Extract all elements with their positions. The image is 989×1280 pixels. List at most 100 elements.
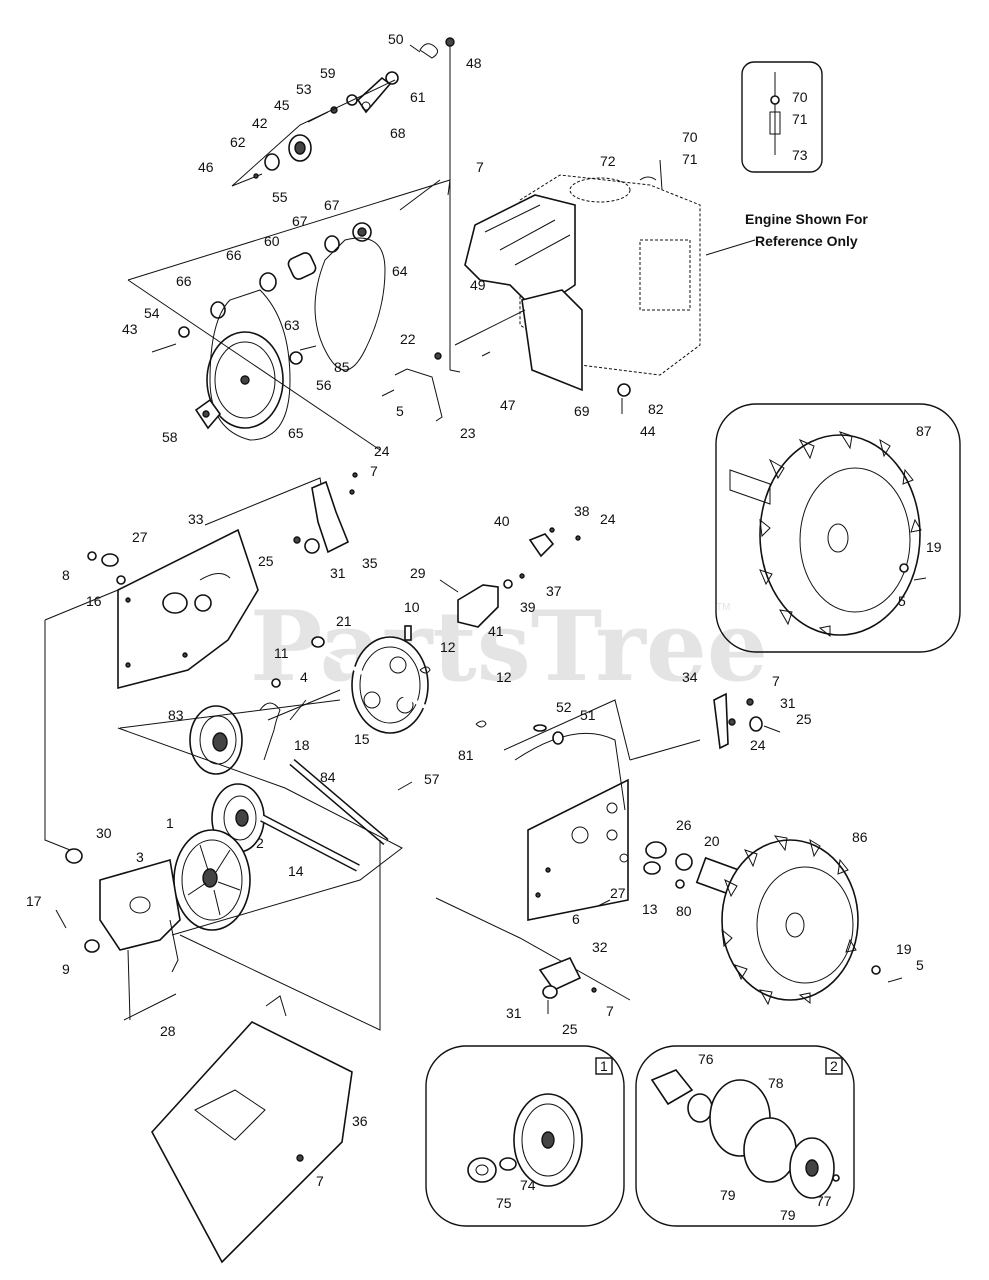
callout-38: 38: [574, 503, 590, 519]
callout-60: 60: [264, 233, 280, 249]
inset-1-number: 1: [600, 1058, 608, 1074]
callout-82: 82: [648, 401, 664, 417]
callout-71: 71: [682, 151, 698, 167]
callout-87: 87: [916, 423, 932, 439]
callout-25-bracket: 25: [562, 1021, 578, 1037]
callout-33: 33: [188, 511, 204, 527]
callout-21: 21: [336, 613, 352, 629]
callout-2: 2: [256, 835, 264, 851]
callout-10: 10: [404, 599, 420, 615]
callout-34: 34: [682, 669, 698, 685]
inset-2: 2: [635, 1045, 855, 1227]
callout-70-inset: 70: [792, 89, 808, 105]
upper-pulley-assembly: [231, 37, 461, 373]
inset-2-number: 2: [830, 1058, 838, 1074]
callout-74: 74: [520, 1177, 536, 1193]
callout-66-lower: 66: [176, 273, 192, 289]
callout-24-right: 24: [750, 737, 766, 753]
callout-65: 65: [288, 425, 304, 441]
callout-15: 15: [354, 731, 370, 747]
callout-26: 26: [676, 817, 692, 833]
callout-30: 30: [96, 825, 112, 841]
callout-45: 45: [274, 97, 290, 113]
callout-50: 50: [388, 31, 404, 47]
callout-16: 16: [86, 593, 102, 609]
callout-80: 80: [676, 903, 692, 919]
callout-41: 41: [488, 623, 504, 639]
callout-11: 11: [274, 645, 289, 661]
callout-71-inset: 71: [792, 111, 808, 127]
belts-and-pulleys: [151, 222, 386, 441]
callout-72: 72: [600, 153, 616, 169]
callout-14: 14: [288, 863, 304, 879]
callout-63: 63: [284, 317, 300, 333]
callout-40: 40: [494, 513, 510, 529]
right-axle-hardware: [435, 841, 745, 1001]
callout-66-upper: 66: [226, 247, 242, 263]
callout-29: 29: [410, 565, 426, 581]
callout-24-upper: 24: [374, 443, 390, 459]
callout-75: 75: [496, 1195, 512, 1211]
callout-70: 70: [682, 129, 698, 145]
callout-22: 22: [400, 331, 416, 347]
callout-31-right: 31: [780, 695, 796, 711]
callout-43: 43: [122, 321, 138, 337]
hex-shafts: [117, 699, 413, 936]
callout-35: 35: [362, 555, 378, 571]
callout-67-lower: 67: [292, 213, 308, 229]
callout-78: 78: [768, 1075, 784, 1091]
callout-58: 58: [162, 429, 178, 445]
callout-5-inset: 5: [898, 593, 906, 609]
watermark: PartsTree: [250, 590, 768, 703]
callout-79-right: 79: [780, 1207, 796, 1223]
callout-79-left: 79: [720, 1187, 736, 1203]
callout-55: 55: [272, 189, 288, 205]
callout-77: 77: [816, 1193, 832, 1209]
callout-24-bracket: 24: [600, 511, 616, 527]
callout-69: 69: [574, 403, 590, 419]
callout-7-bracket: 7: [606, 1003, 614, 1019]
callout-7-right: 7: [772, 673, 780, 689]
callout-18: 18: [294, 737, 310, 753]
shift-bracket: [439, 527, 581, 628]
callout-56: 56: [316, 377, 332, 393]
callout-59: 59: [320, 65, 336, 81]
callout-84: 84: [320, 769, 336, 785]
callout-27-left: 27: [132, 529, 148, 545]
callout-28: 28: [160, 1023, 176, 1039]
gear-and-axle: [311, 625, 506, 752]
engine-note-line1: Engine Shown For: [745, 211, 868, 227]
callout-9: 9: [62, 961, 70, 977]
callout-19-inset: 19: [926, 539, 942, 555]
callout-76: 76: [698, 1051, 714, 1067]
callout-5-wheel: 5: [916, 957, 924, 973]
callout-47: 47: [500, 397, 516, 413]
right-frame-plate: [503, 692, 781, 921]
callout-39: 39: [520, 599, 536, 615]
inset-hardware-box: [741, 61, 823, 173]
callout-7-cover: 7: [316, 1173, 324, 1189]
callout-85: 85: [334, 359, 350, 375]
idler-bracket: [538, 956, 597, 1014]
callout-27-right: 27: [610, 885, 626, 901]
callout-31-left: 31: [330, 565, 346, 581]
callout-12-lower: 12: [496, 669, 512, 685]
drive-wheel: [721, 835, 903, 1006]
callout-25-left: 25: [258, 553, 274, 569]
bottom-cover: [151, 995, 353, 1264]
callout-1: 1: [166, 815, 174, 831]
callout-83: 83: [168, 707, 184, 723]
callout-49: 49: [470, 277, 486, 293]
engine-note-line2: Reference Only: [755, 233, 858, 249]
callout-52: 52: [556, 699, 572, 715]
callout-5-upper: 5: [396, 403, 404, 419]
callout-48: 48: [466, 55, 482, 71]
callout-81: 81: [458, 747, 474, 763]
callout-7-top: 7: [476, 159, 484, 175]
callout-54: 54: [144, 305, 160, 321]
callout-64: 64: [392, 263, 408, 279]
assembly-guide-lines: [127, 79, 451, 451]
callout-4: 4: [300, 669, 308, 685]
callout-73: 73: [792, 147, 808, 163]
